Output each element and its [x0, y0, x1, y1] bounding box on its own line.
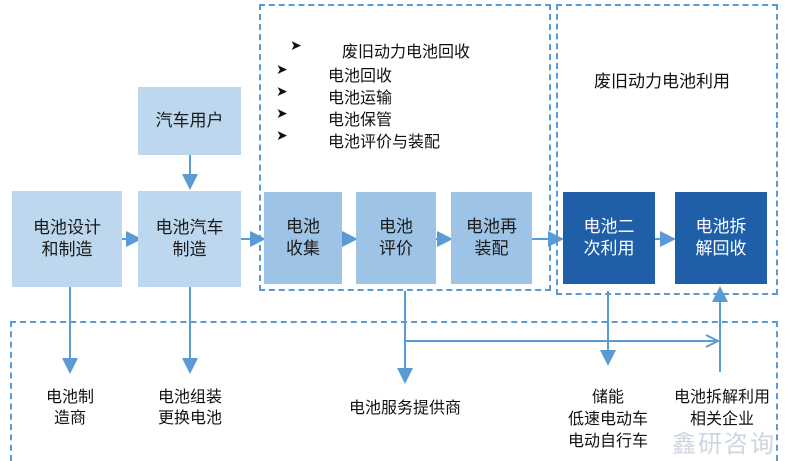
secondary-use-box: 电池二 次利用 [563, 192, 655, 284]
recycle-list-item-label: 电池运输 [328, 88, 393, 107]
watermark: 鑫研咨询 [672, 430, 776, 458]
battery-reassembly-box: 电池再 装配 [451, 192, 532, 284]
battery-design-box: 电池设计 和制造 [12, 191, 122, 287]
battery-maker-label: 电池制 造商 [45, 387, 94, 427]
car-manufacturing-box: 电池汽车 制造 [138, 191, 241, 287]
dismantle-recycle-box: 电池拆 解回收 [675, 192, 767, 284]
recycle-region [259, 4, 551, 291]
energy-storage-label: 储能 低速电动车 电动自行车 [567, 387, 648, 450]
utilization-title: 废旧动力电池利用 [594, 72, 730, 92]
bullet-icon: ➤ [276, 62, 288, 78]
recycle-list-item-label: 电池保管 [328, 110, 393, 129]
recycle-list-item-label: 电池评价与装配 [328, 132, 441, 151]
battery-swap-label: 电池组装 更换电池 [157, 387, 222, 427]
market-region [10, 321, 778, 461]
car-user-box: 汽车用户 [138, 87, 241, 155]
bullet-icon: ➤ [290, 38, 302, 54]
recycle-list-item-label: 电池回收 [328, 66, 393, 85]
battery-collection-box: 电池 收集 [264, 192, 342, 284]
bullet-icon: ➤ [276, 128, 288, 144]
utilization-region [556, 4, 778, 295]
bullet-icon: ➤ [276, 106, 288, 122]
battery-evaluation-box: 电池 评价 [356, 192, 436, 284]
service-provider-label: 电池服务提供商 [348, 398, 461, 417]
bullet-icon: ➤ [276, 84, 288, 100]
recycle-list-title: 废旧动力电池回收 [342, 42, 471, 61]
dismantle-users-label: 电池拆解利用 相关企业 [673, 387, 770, 428]
recycle-list: ➤ 废旧动力电池回收 ➤ 电池回收 ➤ 电池运输 ➤ 电池保管 ➤ 电池评价与装… [276, 38, 546, 158]
